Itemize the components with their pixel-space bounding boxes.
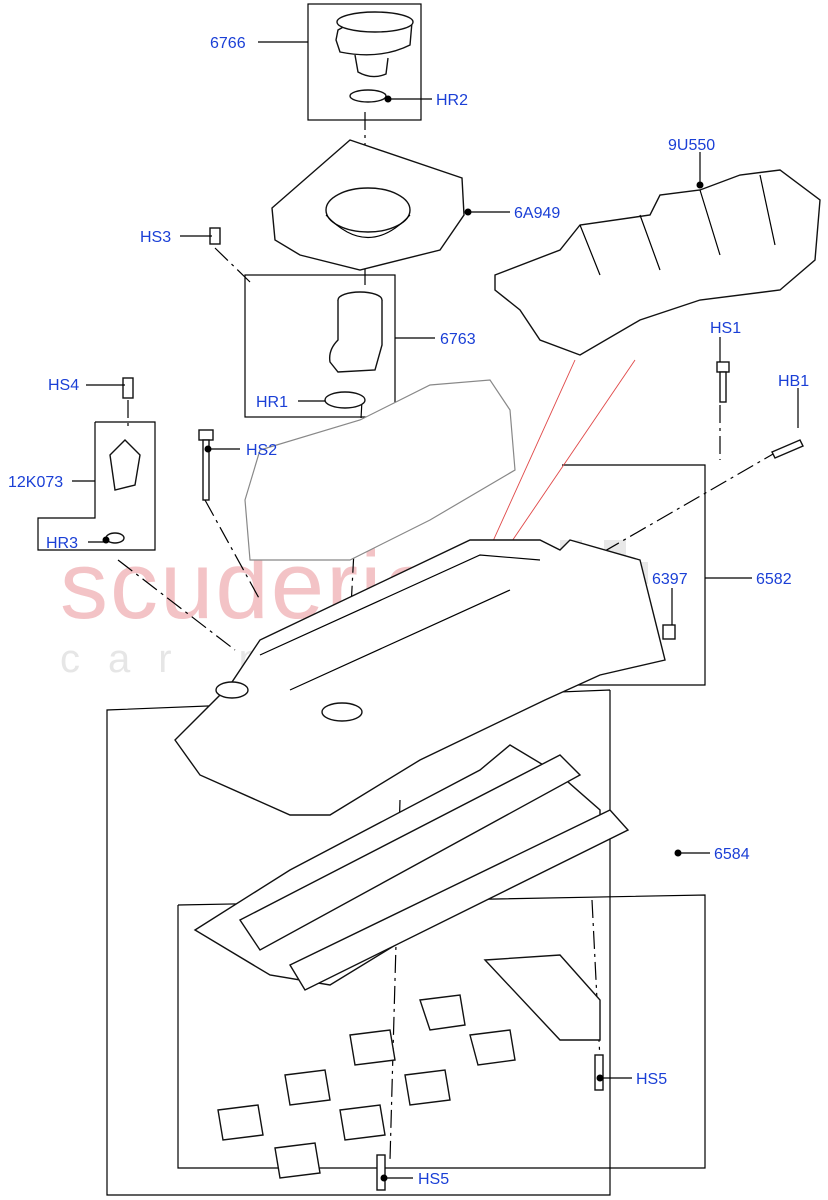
callout-hs5-lower: HS5: [418, 1171, 449, 1188]
callout-6a949: 6A949: [514, 205, 560, 222]
callout-hs1: HS1: [710, 320, 741, 337]
callout-hs3: HS3: [140, 229, 171, 246]
callout-6766: 6766: [210, 35, 246, 52]
callout-hb1: HB1: [778, 373, 809, 390]
callout-hs4: HS4: [48, 377, 79, 394]
callout-6584: 6584: [714, 846, 750, 863]
engine-cover: [271, 139, 465, 271]
callout-6763: 6763: [440, 331, 476, 348]
breather-housing: [324, 291, 383, 409]
callout-hr2: HR2: [436, 92, 468, 109]
callout-6582: 6582: [756, 571, 792, 588]
callout-hs2: HS2: [246, 442, 277, 459]
camshaft-cover: [174, 539, 666, 816]
acoustic-cover: [494, 169, 821, 356]
callout-9u550: 9U550: [668, 137, 715, 154]
callout-labels: 6766 HR2 9U550 6A949 HS3 6763 HS1 HS4 HB…: [8, 35, 809, 1188]
leader-lines: [72, 41, 799, 1182]
camshaft-bearing-caps: [217, 954, 601, 1179]
fasteners: [105, 227, 804, 1191]
callout-12k073: 12K073: [8, 474, 63, 491]
oil-filler-cap: [335, 11, 414, 103]
camshaft-gasket: [193, 744, 630, 991]
cylinder-head-reference: [244, 379, 516, 561]
callout-hs5-upper: HS5: [636, 1071, 667, 1088]
callout-6397: 6397: [652, 571, 688, 588]
callout-hr1: HR1: [256, 394, 288, 411]
callout-hr3: HR3: [46, 535, 78, 552]
